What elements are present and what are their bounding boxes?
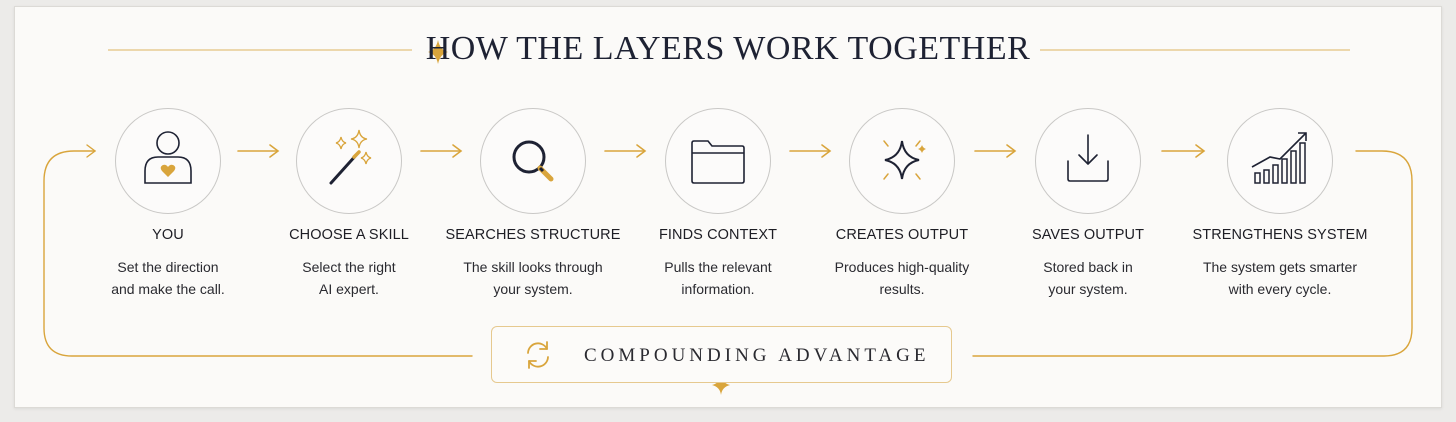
person-heart-icon [144, 131, 192, 184]
step-title: STRENGTHENS SYSTEM [1192, 227, 1368, 243]
step-circle [849, 108, 955, 214]
step-choose-skill: CHOOSE A SKILL Select the right AI exper… [259, 108, 439, 300]
title-star-icon [428, 40, 448, 64]
sparkle-icon [883, 140, 926, 180]
step-title: SEARCHES STRUCTURE [445, 227, 621, 243]
step-title: SAVES OUTPUT [1031, 227, 1145, 243]
flow-arrow-4 [789, 144, 832, 158]
step-you: YOU Set the direction and make the call. [78, 108, 258, 300]
step-circle [1227, 108, 1333, 214]
step-creates-output: CREATES OUTPUT Produces high-quality res… [812, 108, 992, 300]
step-description: Stored back in your system. [1043, 259, 1133, 297]
loop-line-left [43, 150, 473, 357]
step-finds-context: FINDS CONTEXT Pulls the relevant informa… [628, 108, 808, 300]
flow-arrow-1 [237, 144, 280, 158]
step-searches-structure: SEARCHES STRUCTURE The skill looks throu… [443, 108, 623, 300]
page-title: HOW THE LAYERS WORK TOGETHER [425, 30, 1031, 67]
step-circle [1035, 108, 1141, 214]
step-title: CREATES OUTPUT [835, 227, 969, 243]
magnifier-icon [512, 140, 554, 182]
flow-arrow-3 [604, 144, 647, 158]
step-title: FINDS CONTEXT [658, 227, 778, 243]
step-circle [296, 108, 402, 214]
magic-wand-icon [329, 129, 372, 185]
step-saves-output: SAVES OUTPUT Stored back in your system. [998, 108, 1178, 300]
loop-arrowhead [86, 144, 97, 158]
flow-arrow-5 [974, 144, 1017, 158]
step-description: The skill looks through your system. [463, 259, 603, 297]
compounding-banner: COMPOUNDING ADVANTAGE [491, 326, 952, 383]
banner-label: COMPOUNDING ADVANTAGE [584, 345, 930, 366]
refresh-cycle-icon [527, 341, 549, 369]
step-title: CHOOSE A SKILL [289, 227, 409, 243]
banner-star-icon [712, 375, 730, 395]
folder-icon [691, 140, 745, 184]
step-circle [115, 108, 221, 214]
flow-arrow-6 [1161, 144, 1206, 158]
step-description: The system gets smarter with every cycle… [1202, 259, 1358, 297]
step-circle [665, 108, 771, 214]
step-description: Produces high-quality results. [834, 259, 970, 297]
step-title: YOU [152, 227, 184, 243]
step-description: Pulls the relevant information. [664, 259, 772, 297]
step-description: Select the right AI expert. [302, 259, 396, 297]
step-strengthens-system: STRENGTHENS SYSTEM The system gets smart… [1190, 108, 1370, 300]
step-description: Set the direction and make the call. [111, 259, 225, 297]
step-circle [480, 108, 586, 214]
flow-arrow-2 [420, 144, 463, 158]
download-tray-icon [1067, 134, 1109, 182]
growth-chart-icon [1251, 132, 1307, 184]
loop-line-right [972, 150, 1413, 357]
